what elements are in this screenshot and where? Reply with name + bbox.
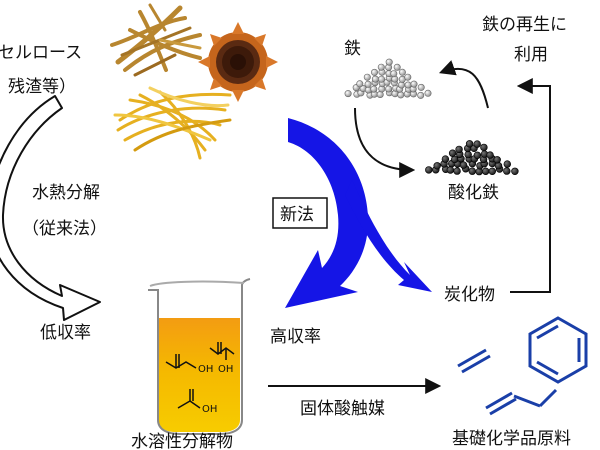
- new-method-label: 新法: [280, 205, 314, 225]
- regeneration-loop-arrow: [510, 78, 551, 293]
- basic-chemicals-label: 基礎化学品原料: [452, 429, 571, 449]
- benzene-icon: [528, 316, 588, 384]
- char-branch-arrow: [345, 180, 432, 292]
- char-label: 炭化物: [444, 285, 495, 305]
- wood-fiber-icon: [110, 3, 202, 77]
- styrene-icon: [485, 388, 558, 416]
- oh-label-1: OH: [198, 364, 213, 375]
- oxidation-arrow: [354, 107, 416, 178]
- oh-label-3: OH: [202, 404, 217, 415]
- solid-acid-label: 固体酸触媒: [300, 399, 385, 419]
- iron-oxide-label: 酸化鉄: [448, 183, 499, 203]
- water-soluble-label: 水溶性分解物: [131, 432, 233, 450]
- beaker-icon: [148, 278, 251, 435]
- cellulose-label-line1: セルロース: [0, 43, 82, 63]
- iron-oxide-pile-icon: [425, 140, 519, 176]
- molecule-hydroxyacetone: [165, 354, 197, 369]
- straw-icon: [113, 86, 232, 160]
- sunflower-icon: [198, 22, 278, 102]
- low-yield-label: 低収率: [40, 323, 91, 343]
- hydrothermal-label-line1: 水熱分解: [32, 183, 100, 203]
- molecule-acetoin: [209, 342, 235, 360]
- high-yield-label: 高収率: [270, 327, 321, 347]
- oh-label-2: OH: [218, 364, 233, 375]
- iron-label: 鉄: [344, 39, 361, 59]
- new-method-arrow: [285, 118, 369, 308]
- reduction-arrow: [438, 60, 489, 109]
- molecule-acetic-acid: [177, 389, 201, 409]
- conventional-method-arrow: [0, 95, 101, 321]
- hydrothermal-label-line2: （従来法）: [22, 219, 107, 239]
- new-method-box: [272, 197, 328, 229]
- iron-regen-label-line2: 利用: [514, 45, 548, 65]
- ethylene-icon: [457, 348, 491, 374]
- iron-powder-pile-icon: [344, 58, 432, 99]
- iron-regen-label-line1: 鉄の再生に: [482, 15, 567, 35]
- cellulose-label-line2: 残渣等）: [8, 77, 76, 97]
